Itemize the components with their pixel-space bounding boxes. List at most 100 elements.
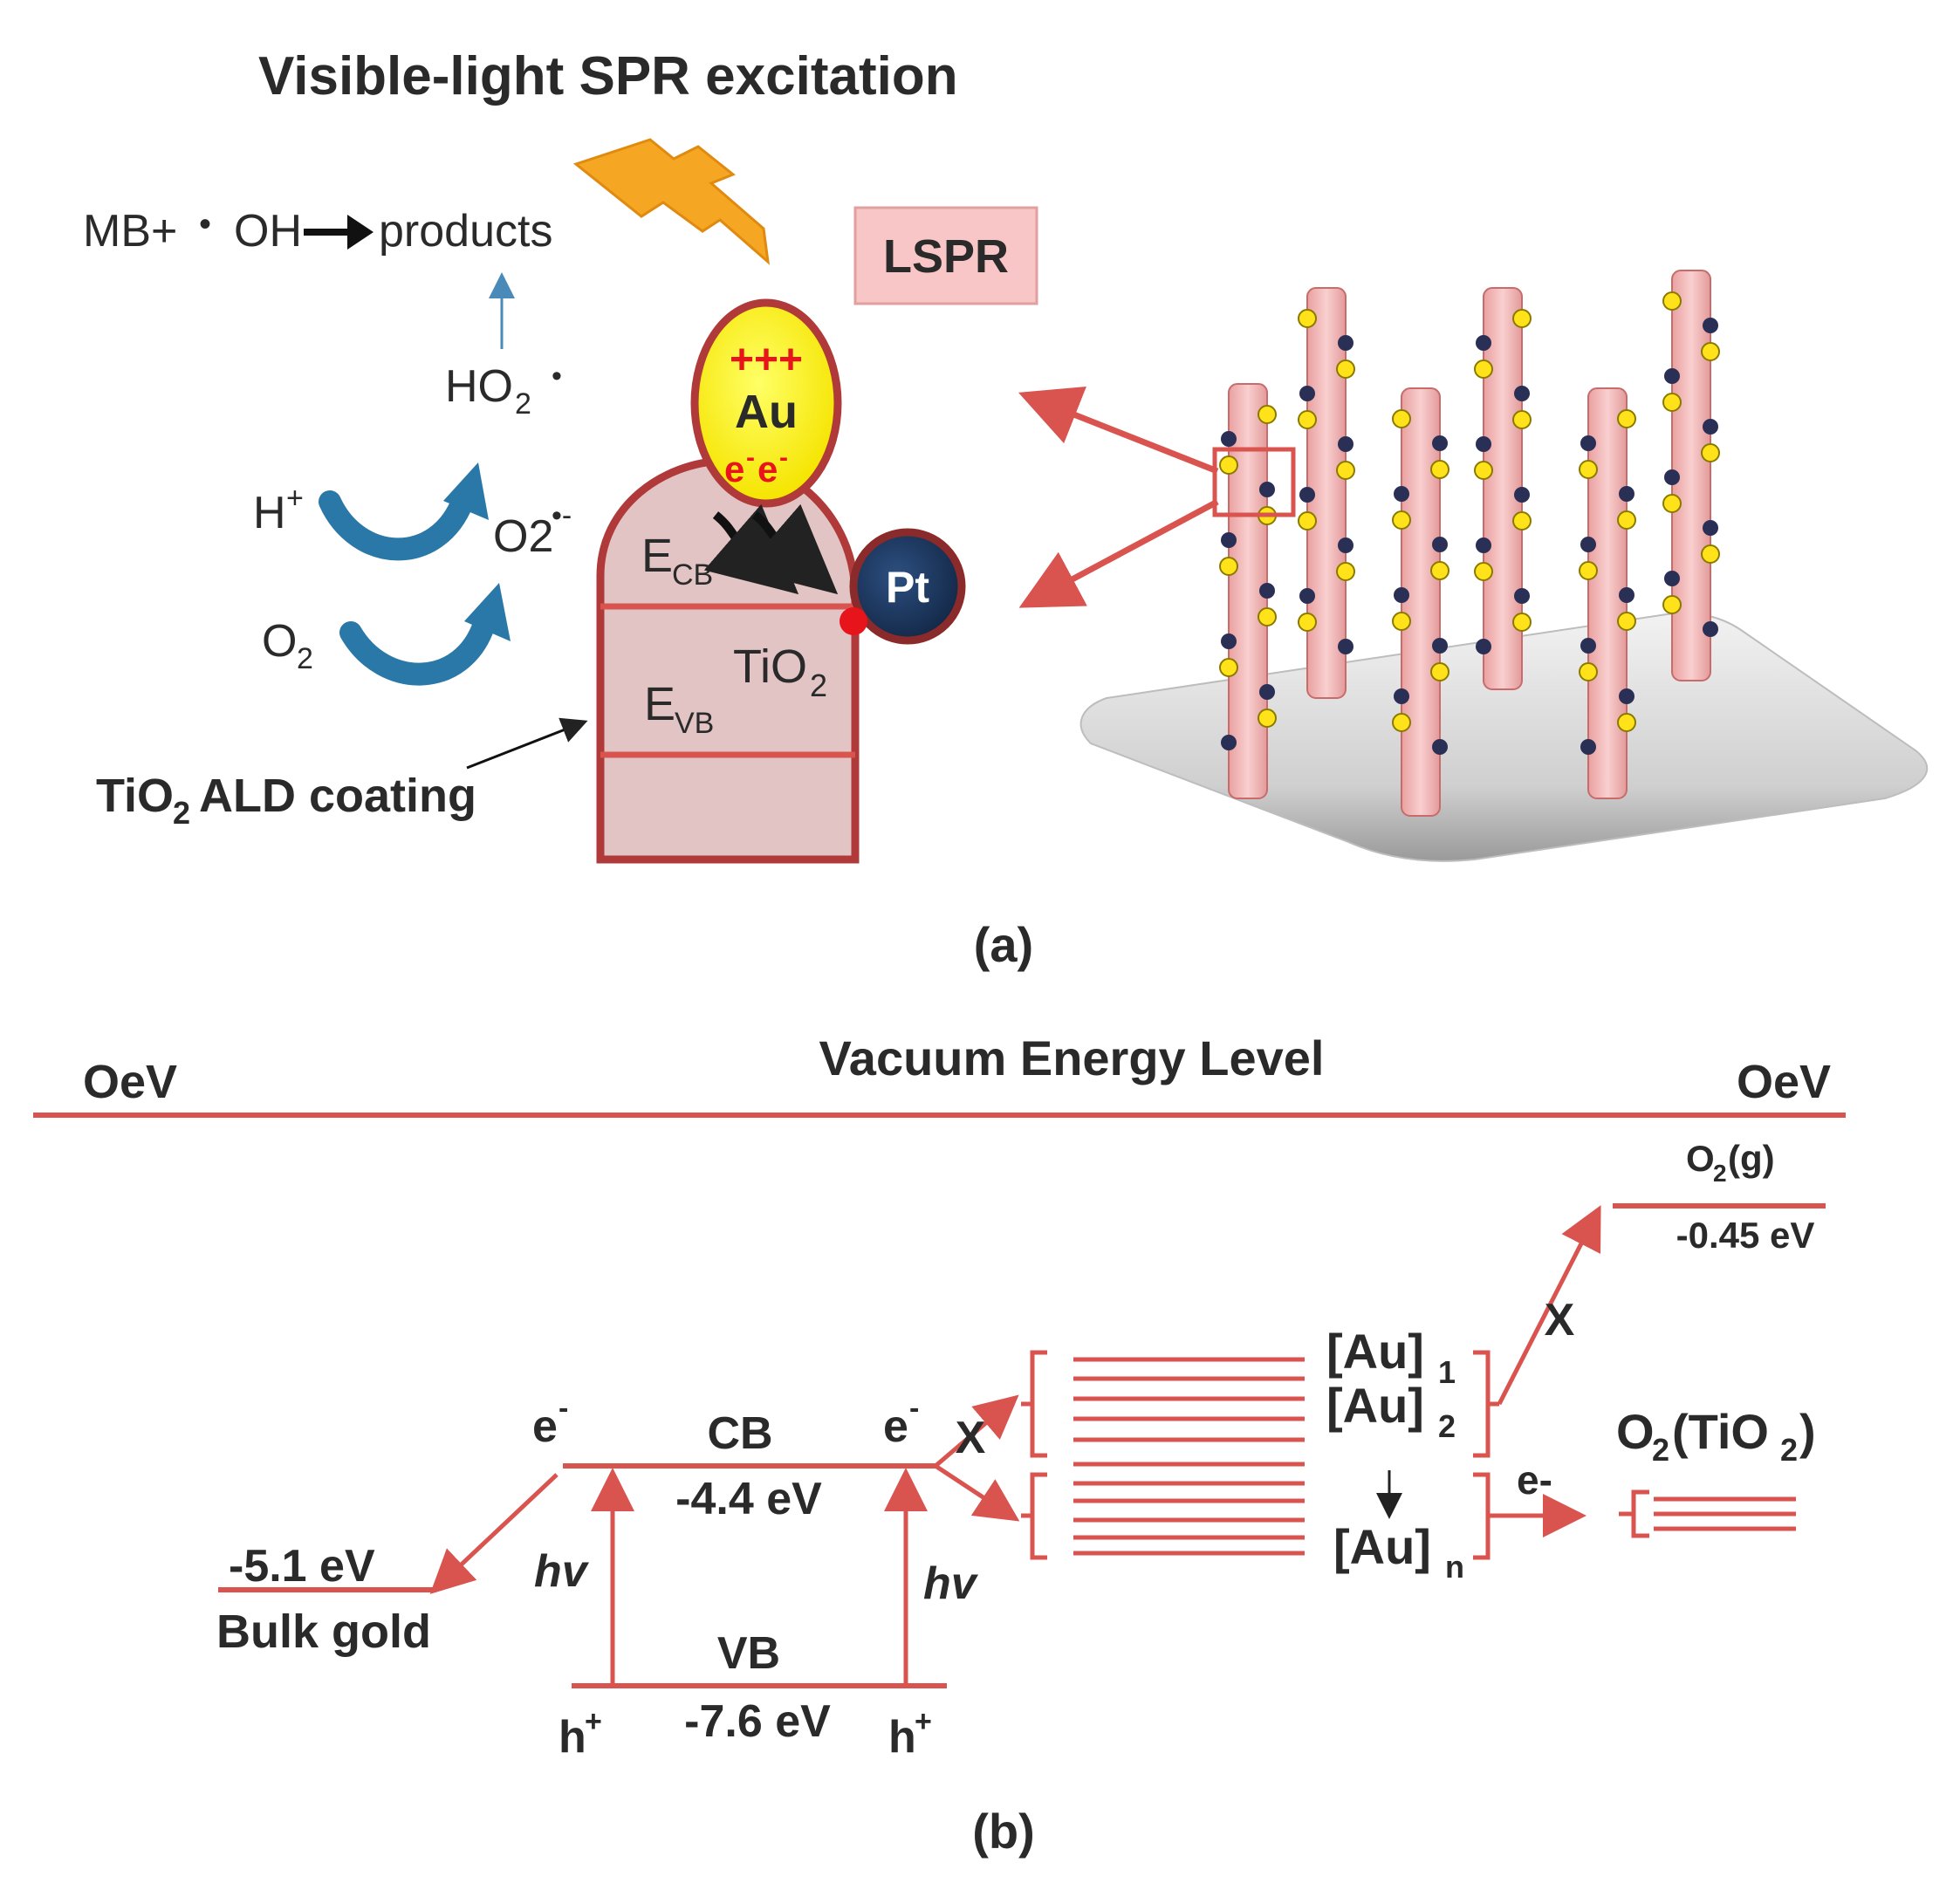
au-nanoparticle	[1219, 455, 1238, 475]
pt-nanoparticle	[1664, 368, 1680, 384]
au-nanoparticle	[1298, 511, 1317, 531]
evb-subscript: VB	[675, 707, 714, 740]
bulk-gold-label: Bulk gold	[216, 1606, 431, 1658]
o2minus-superscript: •-	[552, 499, 572, 532]
pt-nanoparticle	[1432, 739, 1448, 755]
lspr-label: LSPR	[883, 230, 1009, 283]
au-nanoparticle	[1258, 607, 1277, 627]
pt-contact-dot	[840, 607, 867, 635]
au-electron-2-sup: -	[779, 443, 788, 472]
nanowire-array	[1219, 270, 1720, 817]
electron-transfer-arrow	[743, 503, 839, 595]
au-nanoparticle	[1662, 494, 1682, 513]
pt-nanoparticle	[1221, 431, 1237, 447]
nanowire	[1662, 270, 1720, 681]
panel-b-caption: (b)	[972, 1804, 1035, 1859]
vb-label: VB	[717, 1628, 780, 1679]
au-nanoparticle	[1662, 595, 1682, 614]
blocked-transfer-mark-1: X	[956, 1413, 986, 1463]
ald-coating-label: TiO 2 ALD coating	[96, 770, 476, 831]
pt-nanoparticle	[1476, 538, 1491, 553]
au-nanoparticle	[1430, 662, 1449, 681]
pt-nanoparticle	[1432, 537, 1448, 552]
zoom-arrow-to-pt	[1018, 498, 1219, 608]
pt-nanoparticle	[1580, 739, 1596, 755]
au-nanoparticle	[1336, 461, 1355, 480]
superoxide-label: O2 •-	[493, 499, 572, 562]
hole-right-sup: +	[915, 1705, 932, 1738]
pt-nanoparticle	[1703, 318, 1718, 333]
tio2-label: TiO 2	[733, 640, 827, 703]
pt-nanoparticle	[1299, 588, 1315, 604]
o2-tio2-sub2: 2	[1780, 1432, 1798, 1468]
electron-label-right: e -	[883, 1392, 919, 1452]
blocked-transfer-mark-2: X	[1545, 1295, 1575, 1345]
ecb-subscript: CB	[672, 558, 713, 592]
panel-a-title: Visible-light SPR excitation	[258, 46, 958, 106]
au-nanoparticle	[1336, 562, 1355, 581]
au1-subscript: 1	[1438, 1354, 1456, 1390]
panel-a-caption: (a)	[974, 917, 1033, 972]
o2g-text: O	[1686, 1138, 1715, 1179]
au-nanoparticle	[1258, 709, 1277, 728]
o2minus-text: O2	[493, 511, 553, 562]
reaction-arrow	[304, 215, 373, 250]
au-cluster-energy-levels	[1073, 1357, 1305, 1556]
o2-tio2-label: O 2 (TiO 2 )	[1616, 1404, 1816, 1468]
au-electron-2: e	[757, 448, 778, 490]
aun-text: [Au]	[1333, 1519, 1431, 1574]
hole-label-left: h +	[559, 1705, 602, 1763]
aun-label: [Au] n	[1333, 1519, 1464, 1585]
au-nanoparticle	[1298, 410, 1317, 429]
pt-nanoparticle	[1703, 419, 1718, 435]
o2-tio2-sub1: 2	[1652, 1432, 1669, 1468]
au-nanoparticle	[1336, 359, 1355, 379]
pt-nanoparticle	[1259, 684, 1275, 700]
au-nanoparticle	[1512, 613, 1532, 632]
ho2-superscript: •	[552, 359, 562, 393]
au-particle: +++ Au e - e -	[690, 298, 842, 508]
au-nanoparticle	[1579, 460, 1598, 479]
electron-right-text: e	[883, 1401, 908, 1452]
pt-nanoparticle	[1664, 469, 1680, 485]
evb-label: E VB	[644, 678, 714, 740]
reaction-radical-dot: •	[199, 205, 211, 243]
ald-tio-subscript: 2	[173, 795, 190, 831]
evb-text: E	[644, 678, 675, 730]
cb-to-au-lower-arrow	[934, 1463, 1020, 1522]
pt-particle: Pt	[840, 528, 966, 645]
o2-gas-label: O 2 (g)	[1686, 1138, 1775, 1187]
au-nanoparticle	[1392, 612, 1411, 631]
hplus-text: H	[253, 488, 286, 538]
nanowire	[1579, 387, 1636, 799]
pt-nanoparticle	[1338, 436, 1353, 452]
reaction-reactant: MB+	[83, 206, 177, 257]
au-nanoparticle	[1430, 561, 1449, 580]
hole-left-text: h	[559, 1712, 586, 1763]
o2g-subscript: 2	[1713, 1160, 1727, 1187]
pt-nanoparticle	[1394, 688, 1409, 704]
o2-tio2-bracket	[1619, 1489, 1649, 1538]
au-nanoparticle	[1617, 612, 1636, 631]
au-label: Au	[735, 386, 798, 438]
au-cluster-bracket-right-upper	[1473, 1350, 1499, 1458]
pt-nanoparticle	[1221, 532, 1237, 548]
au-cluster-bracket-right-lower	[1473, 1472, 1499, 1560]
aun-subscript: n	[1445, 1549, 1464, 1585]
pt-nanoparticle	[1580, 638, 1596, 654]
pt-nanoparticle	[1664, 571, 1680, 586]
au-nanoparticle	[1258, 405, 1277, 424]
photon-label-left: hv	[534, 1546, 590, 1597]
pt-nanoparticle	[1514, 588, 1530, 604]
pt-nanoparticle	[1259, 482, 1275, 497]
o2-subscript: 2	[297, 642, 313, 675]
bulk-gold-energy: -5.1 eV	[229, 1541, 375, 1592]
reaction-hydroxyl: OH	[234, 206, 302, 257]
pt-nanoparticle	[1619, 486, 1634, 502]
hplus-superscript: +	[286, 482, 304, 515]
reaction-products: products	[379, 206, 552, 257]
au-nanoparticle	[1392, 713, 1411, 732]
au-nanoparticle	[1430, 460, 1449, 479]
pt-nanoparticle	[1514, 386, 1530, 401]
